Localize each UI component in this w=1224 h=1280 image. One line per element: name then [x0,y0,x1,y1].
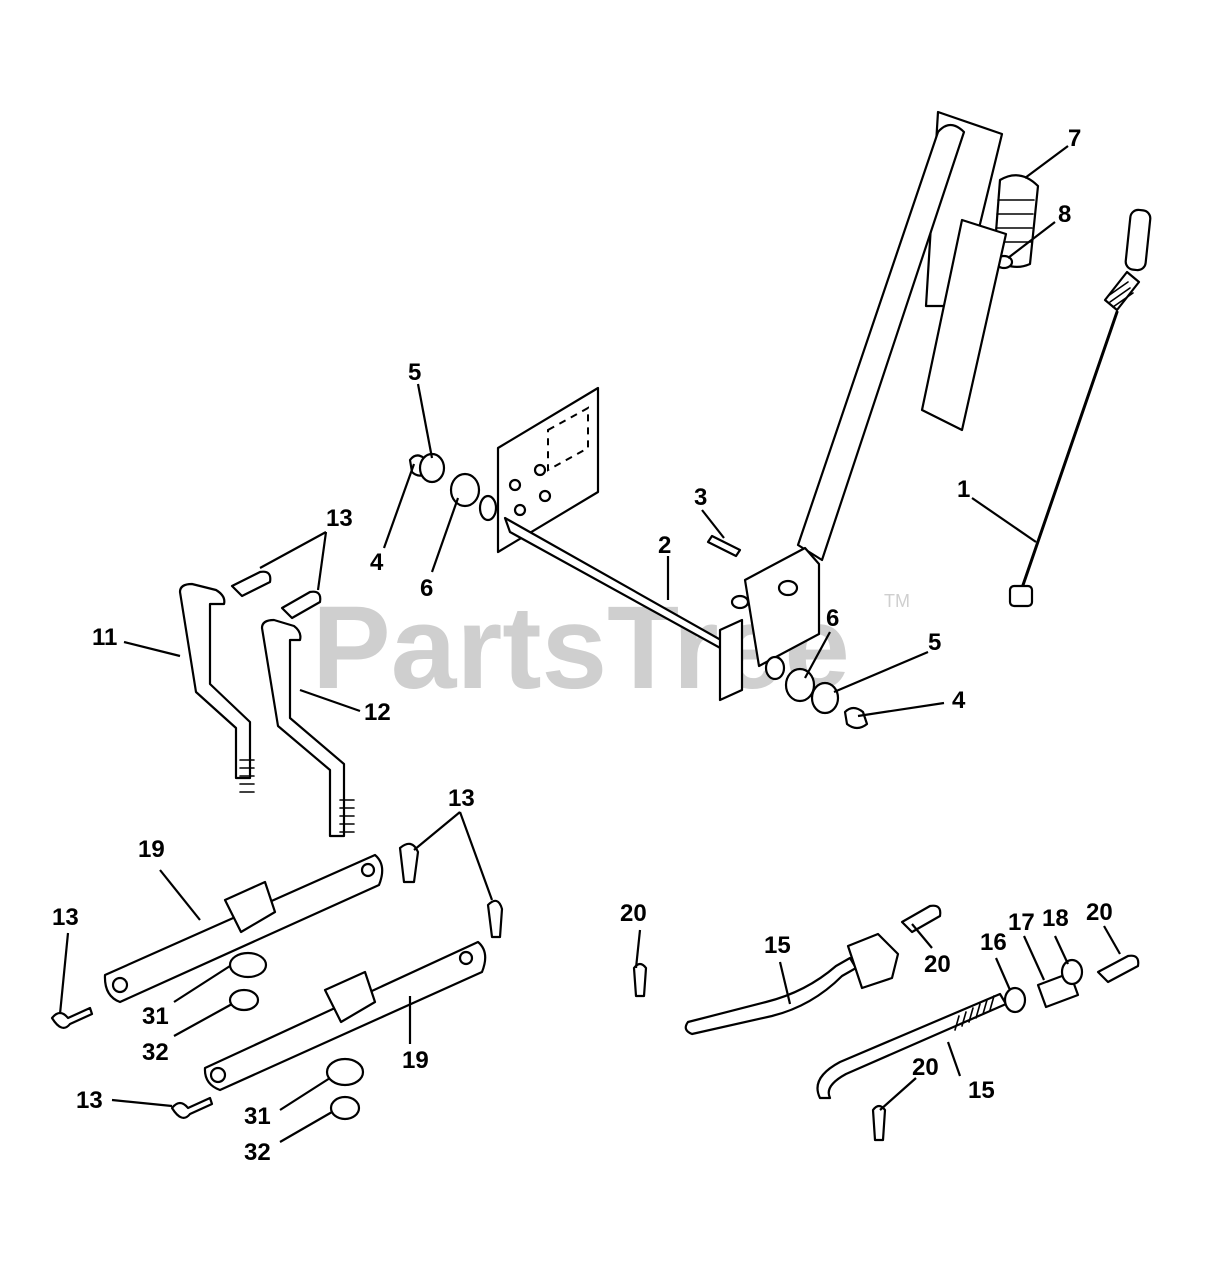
callout-20-left: 20 [620,900,647,927]
part-20-clips [632,904,1140,1142]
parts-4-5-6-right [764,655,869,730]
watermark-trademark: TM [884,591,910,611]
callout-15-lower: 15 [968,1077,995,1104]
callout-15-upper: 15 [764,932,791,959]
callout-20-bottom: 20 [912,1054,939,1081]
callout-31-lower: 31 [244,1103,271,1130]
callout-32-lower: 32 [244,1139,271,1166]
callout-13-left: 13 [52,904,79,931]
callout-16: 16 [980,929,1007,956]
parts-16-17-18 [1003,958,1084,1014]
part-11-hanger [178,582,255,793]
part-3-key [706,534,742,558]
callout-32-upper: 32 [142,1039,169,1066]
callouts: 7 8 1 3 2 5 4 6 6 5 4 13 11 12 13 19 13 … [52,125,1113,1166]
part-2-lift-shaft [496,386,744,702]
callout-20-right: 20 [1086,899,1113,926]
callout-1: 1 [957,476,970,503]
callout-18: 18 [1042,905,1069,932]
part-1-lift-link [1008,208,1152,608]
callout-11: 11 [92,624,117,651]
part-19-upper-link [103,853,384,1004]
lift-handle [730,110,1008,668]
callout-3: 3 [694,484,707,511]
part-12-hanger [260,618,355,838]
leader-lines [58,145,1121,1143]
callout-13-top: 13 [326,505,353,532]
part-13-pins-top [230,570,322,620]
callout-6-left: 6 [420,575,433,602]
parts-31-32-washers [228,951,365,1121]
callout-13-bottom: 13 [76,1087,103,1114]
callout-20-middle: 20 [924,951,951,978]
callout-6-right: 6 [826,605,839,632]
callout-4-right: 4 [952,687,966,714]
callout-31-upper: 31 [142,1003,169,1030]
callout-2: 2 [658,532,671,559]
part-15-upper-rod [684,932,900,1036]
callout-4-left: 4 [370,549,384,576]
callout-19-lower: 19 [402,1047,429,1074]
callout-19-upper: 19 [138,836,165,863]
callout-7: 7 [1068,125,1081,152]
callout-13-middle: 13 [448,785,475,812]
callout-17: 17 [1008,909,1035,936]
callout-5-left: 5 [408,359,421,386]
part-19-lower-link [203,940,487,1092]
callout-8: 8 [1058,201,1071,228]
part-13-clips [50,842,504,1119]
callout-5-right: 5 [928,629,941,656]
callout-12: 12 [364,699,391,726]
